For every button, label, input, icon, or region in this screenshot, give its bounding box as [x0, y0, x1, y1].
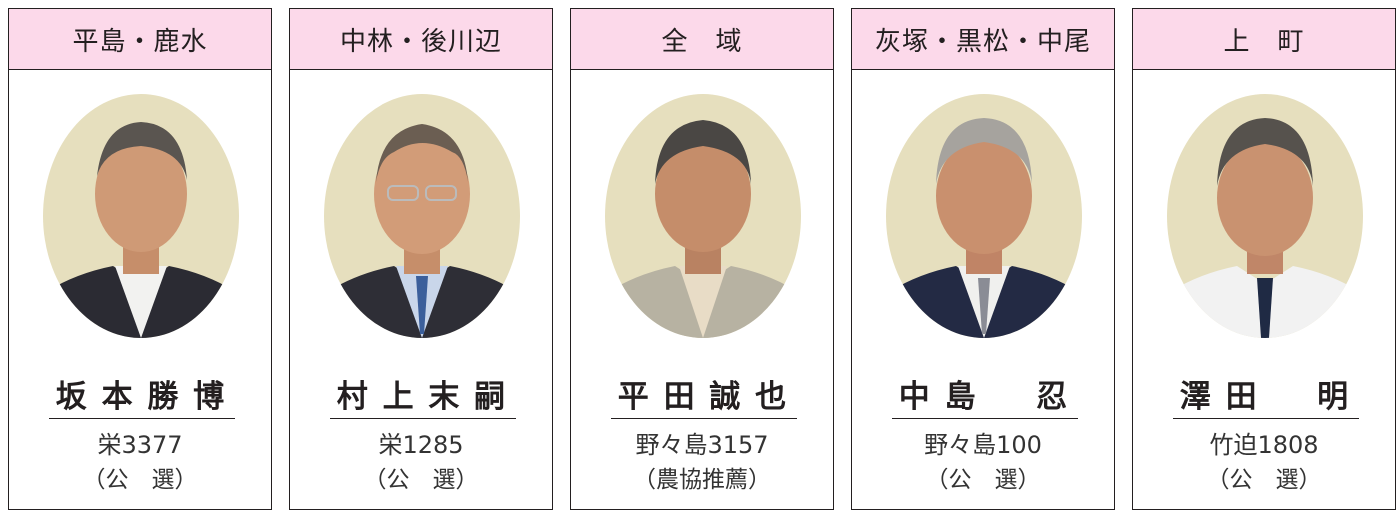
district-header: 上 町: [1133, 9, 1395, 70]
name-underline: [892, 418, 1078, 419]
member-card: 平島・鹿水 坂 本 勝 博 栄3377 （公 選）: [8, 8, 272, 510]
member-address: 竹迫1808: [1209, 431, 1319, 459]
district-header: 全 域: [571, 9, 833, 70]
selection-method: （公 選）: [925, 467, 1041, 493]
member-address: 栄1285: [378, 431, 464, 459]
portrait-photo: [886, 94, 1082, 338]
name-underline: [1173, 418, 1359, 419]
selection-method: （公 選）: [363, 467, 479, 493]
member-address: 栄3377: [97, 431, 183, 459]
member-card: 中林・後川辺 村 上 末 嗣 栄1285 （公 選）: [289, 8, 553, 510]
name-underline: [49, 418, 235, 419]
member-card: 灰塚・黒松・中尾 中 島 忍 野々島100 （公 選）: [851, 8, 1115, 510]
portrait-photo: [324, 94, 520, 338]
selection-method: （農協推薦）: [633, 467, 771, 493]
name-underline: [611, 418, 797, 419]
member-card: 全 域 平 田 誠 也 野々島3157 （農協推薦）: [570, 8, 834, 510]
member-name: 中 島 忍: [898, 379, 1070, 415]
member-address: 野々島3157: [635, 431, 769, 459]
member-card: 上 町 澤 田 明 竹迫1808 （公 選）: [1132, 8, 1396, 510]
member-name: 村 上 末 嗣: [336, 379, 508, 415]
portrait-photo: [1167, 94, 1363, 338]
portrait-photo: [605, 94, 801, 338]
member-name: 坂 本 勝 博: [55, 379, 227, 415]
selection-method: （公 選）: [1206, 467, 1322, 493]
name-underline: [330, 418, 516, 419]
member-name: 平 田 誠 也: [617, 379, 789, 415]
member-address: 野々島100: [924, 431, 1042, 459]
member-name: 澤 田 明: [1179, 379, 1351, 415]
portrait-photo: [43, 94, 239, 338]
selection-method: （公 選）: [82, 467, 198, 493]
district-header: 中林・後川辺: [290, 9, 552, 70]
district-header: 平島・鹿水: [9, 9, 271, 70]
district-header: 灰塚・黒松・中尾: [852, 9, 1114, 70]
